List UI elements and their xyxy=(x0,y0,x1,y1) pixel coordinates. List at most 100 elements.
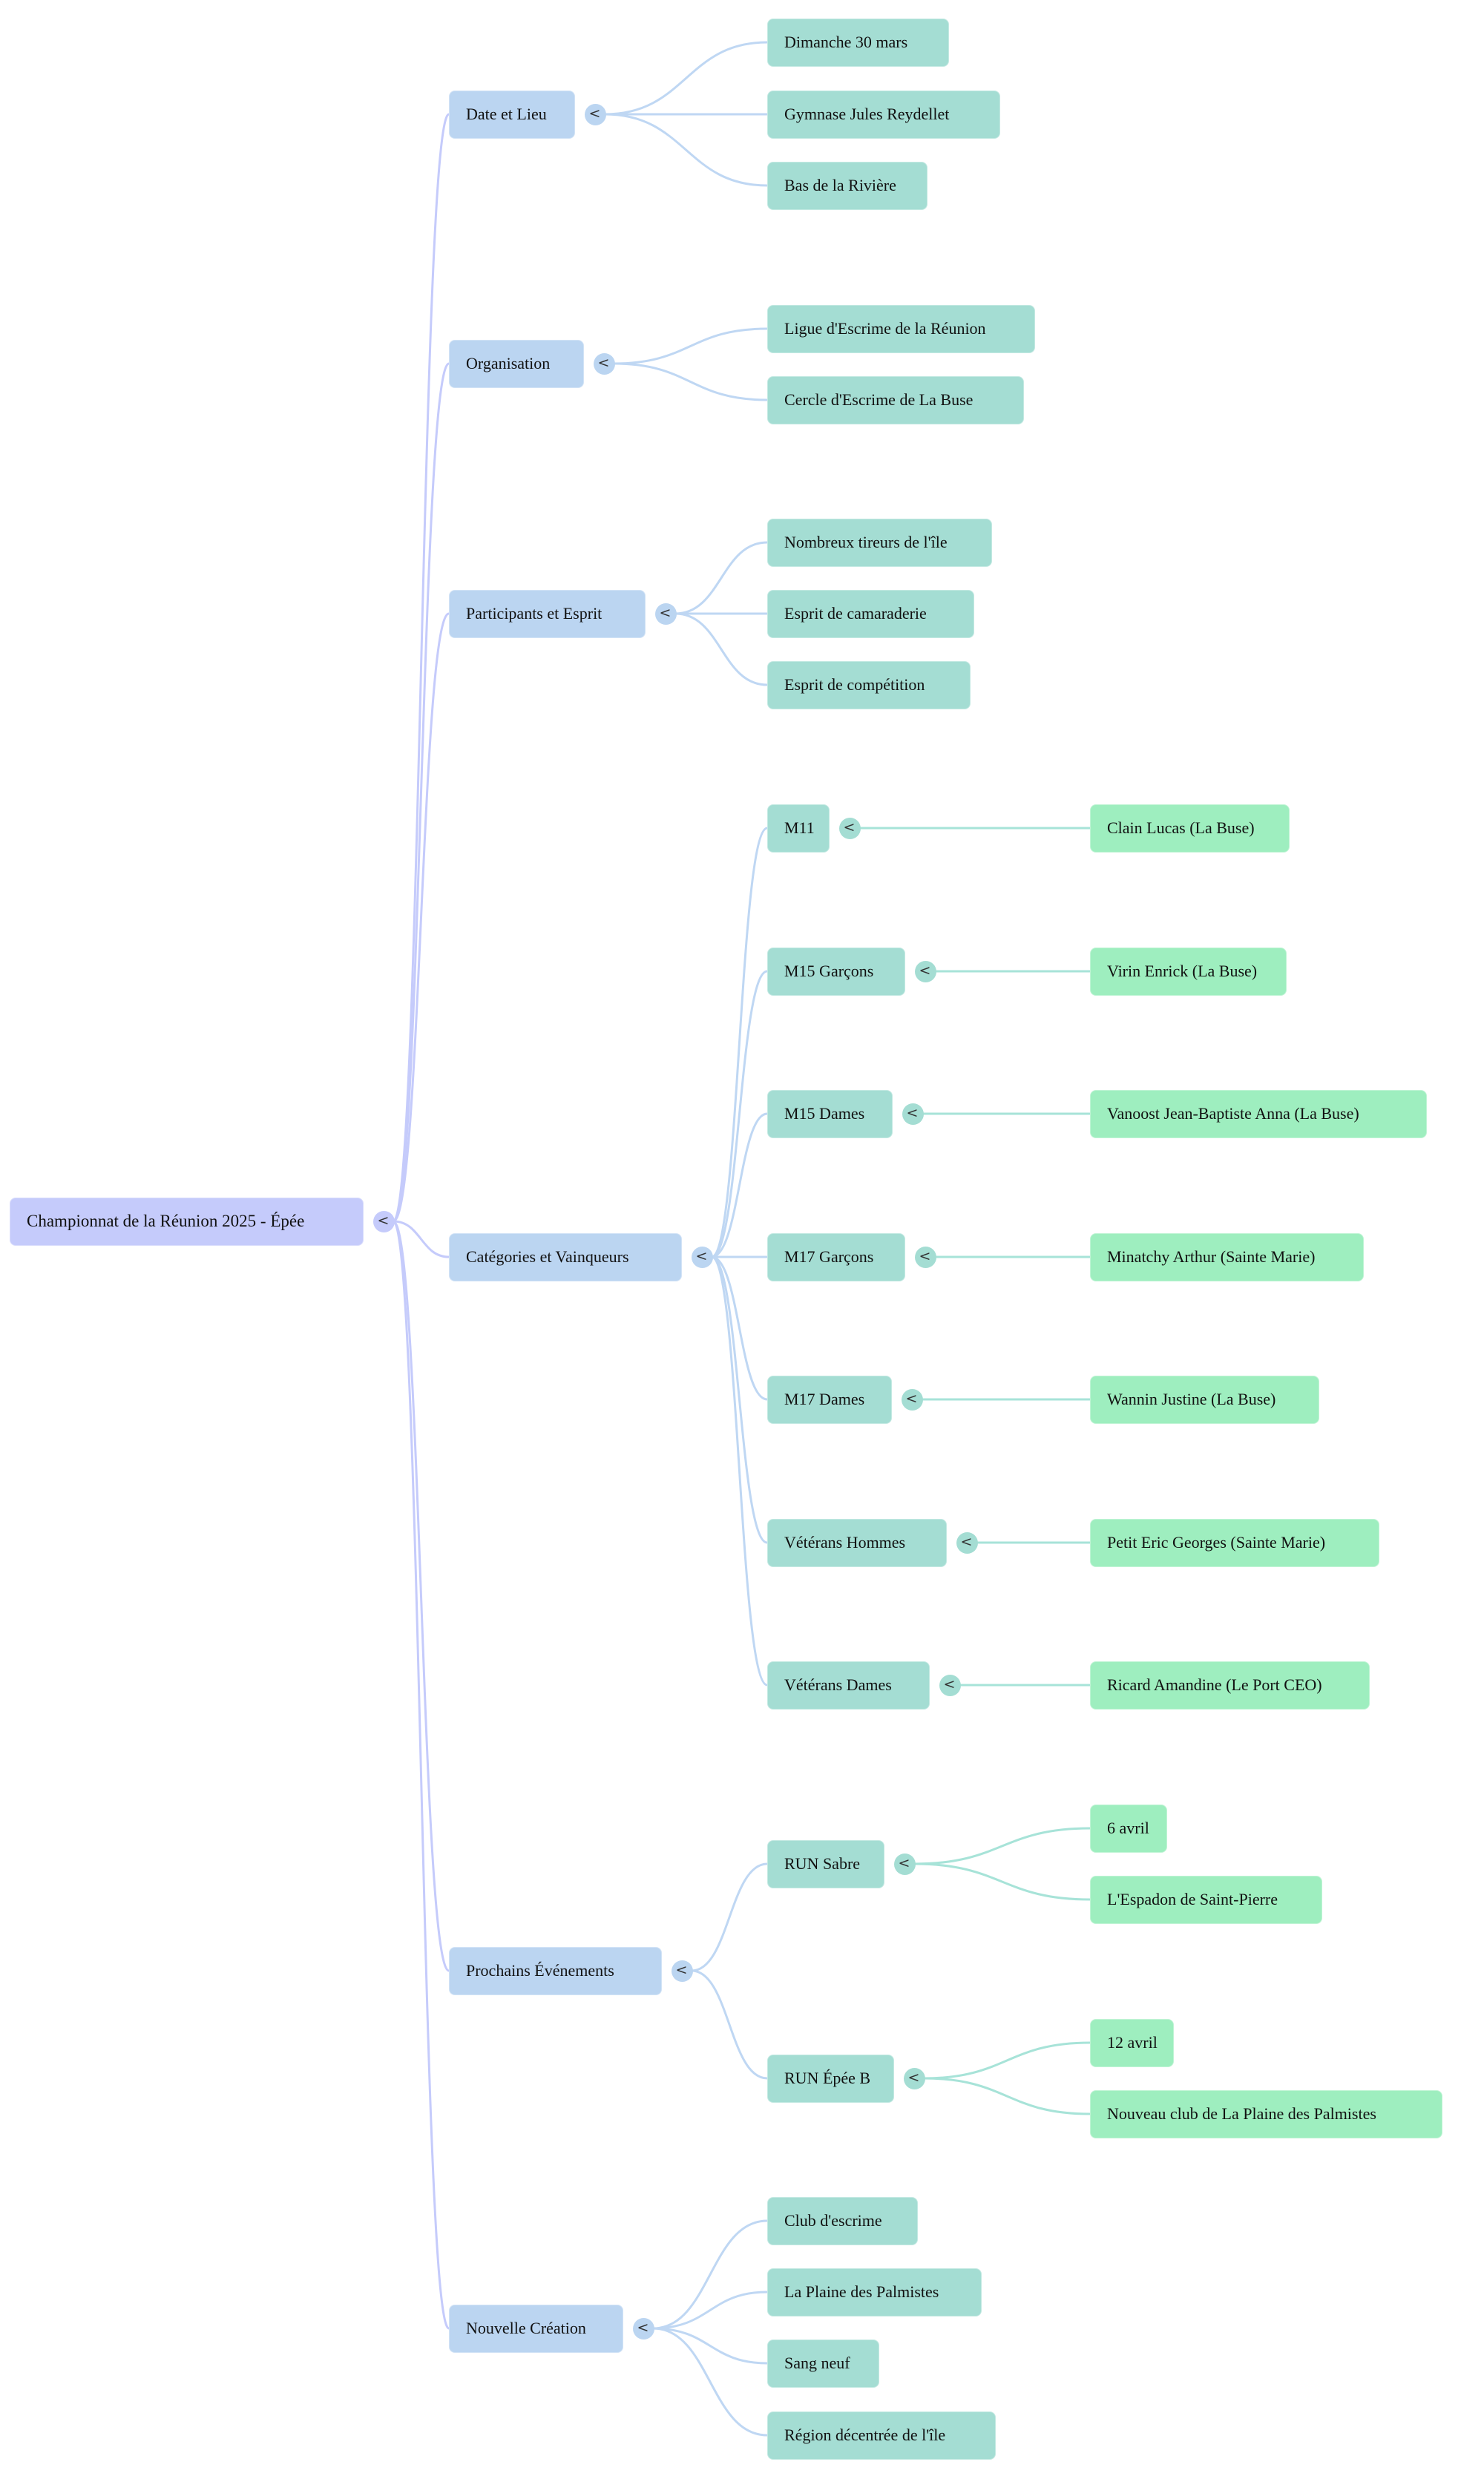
mindmap-node-minatchy-arthur-sainte-marie[interactable]: Minatchy Arthur (Sainte Marie) xyxy=(1090,1232,1364,1281)
collapse-toggle-icon[interactable]: < xyxy=(956,1531,978,1554)
collapse-toggle-icon[interactable]: < xyxy=(839,817,861,839)
mindmap-node-veterans-hommes[interactable]: Vétérans Hommes xyxy=(767,1518,947,1567)
node-label: Cercle d'Escrime de La Buse xyxy=(784,390,974,409)
collapse-toggle-icon[interactable]: < xyxy=(894,1853,916,1875)
connector-nouvelle-creation-to-club-d-escrime xyxy=(651,2219,769,2330)
node-label: Bas de la Rivière xyxy=(784,176,896,194)
node-label: Virin Enrick (La Buse) xyxy=(1107,962,1258,980)
chevron-left-icon: < xyxy=(675,1961,688,1978)
mindmap-node-run-epee-b[interactable]: RUN Épée B xyxy=(767,2054,894,2103)
mindmap-node-clain-lucas-la-buse[interactable]: Clain Lucas (La Buse) xyxy=(1090,804,1290,853)
collapse-toggle-icon[interactable]: < xyxy=(672,1960,693,1982)
mindmap-node-dimanche-30-mars[interactable]: Dimanche 30 mars xyxy=(767,18,949,67)
node-label: Organisation xyxy=(466,354,551,372)
mindmap-node-m17-garcons[interactable]: M17 Garçons xyxy=(767,1232,905,1281)
mindmap-node-ligue-d-escrime-de-la-reunion[interactable]: Ligue d'Escrime de la Réunion xyxy=(767,304,1035,353)
mindmap-node-ricard-amandine-le-port-ceo[interactable]: Ricard Amandine (Le Port CEO) xyxy=(1090,1661,1370,1710)
mindmap-node-virin-enrick-la-buse[interactable]: Virin Enrick (La Buse) xyxy=(1090,947,1287,996)
node-label: Nombreux tireurs de l'île xyxy=(784,533,948,551)
node-label: Nouvelle Création xyxy=(466,2319,586,2337)
chevron-left-icon: < xyxy=(377,1212,390,1229)
node-label: Ligue d'Escrime de la Réunion xyxy=(784,319,986,338)
mindmap-node-bas-de-la-riviere[interactable]: Bas de la Rivière xyxy=(767,161,928,210)
connector-categories-et-vainqueurs-to-veterans-hommes xyxy=(710,1255,769,1544)
connector-nouvelle-creation-to-region-decentree-de-l-ile xyxy=(651,2327,769,2437)
chevron-left-icon: < xyxy=(588,105,601,122)
chevron-left-icon: < xyxy=(843,818,856,835)
connector-championnat-de-la-reunion-2025-epee-to-nouvelle-creation xyxy=(392,1220,450,2330)
mindmap-node-nombreux-tireurs-de-l-ile[interactable]: Nombreux tireurs de l'île xyxy=(767,518,992,567)
connector-participants-et-esprit-to-nombreux-tireurs-de-l-ile xyxy=(674,541,769,615)
mindmap-node-cercle-d-escrime-de-la-buse[interactable]: Cercle d'Escrime de La Buse xyxy=(767,375,1024,424)
mindmap-node-m15-dames[interactable]: M15 Dames xyxy=(767,1089,893,1138)
chevron-left-icon: < xyxy=(907,2069,920,2086)
connector-participants-et-esprit-to-esprit-de-competition xyxy=(674,612,769,686)
connector-date-et-lieu-to-dimanche-30-mars xyxy=(603,41,769,116)
mindmap-node-m15-garcons[interactable]: M15 Garçons xyxy=(767,947,905,996)
mindmap-node-organisation[interactable]: Organisation xyxy=(449,339,584,388)
mindmap-node-m17-dames[interactable]: M17 Dames xyxy=(767,1375,892,1424)
connector-run-sabre-to-l-espadon-de-saint-pierre xyxy=(913,1862,1091,1901)
connector-championnat-de-la-reunion-2025-epee-to-participants-et-esprit xyxy=(392,612,450,1223)
connector-nouvelle-creation-to-la-plaine-des-palmistes xyxy=(651,2291,769,2330)
mindmap-node-m11[interactable]: M11 xyxy=(767,804,830,853)
mindmap-node-veterans-dames[interactable]: Vétérans Dames xyxy=(767,1661,930,1710)
mindmap-node-wannin-justine-la-buse[interactable]: Wannin Justine (La Buse) xyxy=(1090,1375,1319,1424)
collapse-toggle-icon[interactable]: < xyxy=(594,352,615,375)
collapse-toggle-icon[interactable]: < xyxy=(902,1388,923,1411)
node-label: Petit Eric Georges (Sainte Marie) xyxy=(1107,1533,1326,1552)
chevron-left-icon: < xyxy=(695,1247,708,1264)
node-label: Participants et Esprit xyxy=(466,604,603,623)
mindmap-node-l-espadon-de-saint-pierre[interactable]: L'Espadon de Saint-Pierre xyxy=(1090,1875,1322,1924)
collapse-toggle-icon[interactable]: < xyxy=(373,1210,395,1232)
chevron-left-icon: < xyxy=(637,2319,649,2336)
mindmap-node-nouvelle-creation[interactable]: Nouvelle Création xyxy=(449,2304,623,2353)
node-label: Championnat de la Réunion 2025 - Épée xyxy=(27,1212,305,1230)
connector-run-epee-b-to-12-avril xyxy=(922,2041,1091,2080)
connector-run-sabre-to-6-avril xyxy=(913,1827,1091,1865)
connector-categories-et-vainqueurs-to-m11 xyxy=(710,827,769,1258)
mindmap-node-gymnase-jules-reydellet[interactable]: Gymnase Jules Reydellet xyxy=(767,90,1000,139)
collapse-toggle-icon[interactable]: < xyxy=(904,2067,925,2089)
mindmap-node-region-decentree-de-l-ile[interactable]: Région décentrée de l'île xyxy=(767,2411,996,2460)
mindmap-node-12-avril[interactable]: 12 avril xyxy=(1090,2018,1174,2067)
node-label: Minatchy Arthur (Sainte Marie) xyxy=(1107,1247,1316,1266)
connector-championnat-de-la-reunion-2025-epee-to-organisation xyxy=(392,362,450,1223)
node-label: Ricard Amandine (Le Port CEO) xyxy=(1107,1675,1322,1694)
collapse-toggle-icon[interactable]: < xyxy=(692,1246,713,1268)
mindmap-node-esprit-de-competition[interactable]: Esprit de compétition xyxy=(767,660,971,709)
node-label: M17 Garçons xyxy=(784,1247,874,1266)
mindmap-node-esprit-de-camaraderie[interactable]: Esprit de camaraderie xyxy=(767,589,974,638)
node-label: M15 Garçons xyxy=(784,962,874,980)
collapse-toggle-icon[interactable]: < xyxy=(585,103,606,125)
node-label: Prochains Événements xyxy=(466,1961,614,1980)
collapse-toggle-icon[interactable]: < xyxy=(633,2317,654,2340)
mindmap-node-6-avril[interactable]: 6 avril xyxy=(1090,1804,1167,1853)
connector-organisation-to-ligue-d-escrime-de-la-reunion xyxy=(612,327,769,365)
collapse-toggle-icon[interactable]: < xyxy=(915,1246,936,1268)
collapse-toggle-icon[interactable]: < xyxy=(655,602,677,625)
mindmap-node-vanoost-jean-baptiste-anna-la-buse[interactable]: Vanoost Jean-Baptiste Anna (La Buse) xyxy=(1090,1089,1427,1138)
chevron-left-icon: < xyxy=(659,604,672,621)
mindmap-node-run-sabre[interactable]: RUN Sabre xyxy=(767,1839,884,1888)
mindmap-node-date-et-lieu[interactable]: Date et Lieu xyxy=(449,90,575,139)
node-label: Catégories et Vainqueurs xyxy=(466,1247,629,1266)
node-label: Club d'escrime xyxy=(784,2211,882,2230)
mindmap-node-petit-eric-georges-sainte-marie[interactable]: Petit Eric Georges (Sainte Marie) xyxy=(1090,1518,1379,1567)
connector-categories-et-vainqueurs-to-m15-garcons xyxy=(710,970,769,1258)
mindmap-node-participants-et-esprit[interactable]: Participants et Esprit xyxy=(449,589,646,638)
node-label: Nouveau club de La Plaine des Palmistes xyxy=(1107,2104,1376,2123)
mindmap-node-la-plaine-des-palmistes[interactable]: La Plaine des Palmistes xyxy=(767,2268,982,2317)
collapse-toggle-icon[interactable]: < xyxy=(915,960,936,982)
mindmap-node-sang-neuf[interactable]: Sang neuf xyxy=(767,2339,879,2388)
mindmap-root-node[interactable]: Championnat de la Réunion 2025 - Épée xyxy=(10,1197,364,1246)
mindmap-node-nouveau-club-de-la-plaine-des-palmistes[interactable]: Nouveau club de La Plaine des Palmistes xyxy=(1090,2089,1442,2138)
mindmap-node-prochains-evenements[interactable]: Prochains Événements xyxy=(449,1946,662,1995)
mindmap-node-club-d-escrime[interactable]: Club d'escrime xyxy=(767,2196,918,2245)
chevron-left-icon: < xyxy=(905,1390,918,1407)
collapse-toggle-icon[interactable]: < xyxy=(939,1674,961,1696)
mindmap-node-categories-et-vainqueurs[interactable]: Catégories et Vainqueurs xyxy=(449,1232,682,1281)
collapse-toggle-icon[interactable]: < xyxy=(902,1103,924,1125)
connector-run-epee-b-to-nouveau-club-de-la-plaine-des-palmistes xyxy=(922,2077,1091,2115)
